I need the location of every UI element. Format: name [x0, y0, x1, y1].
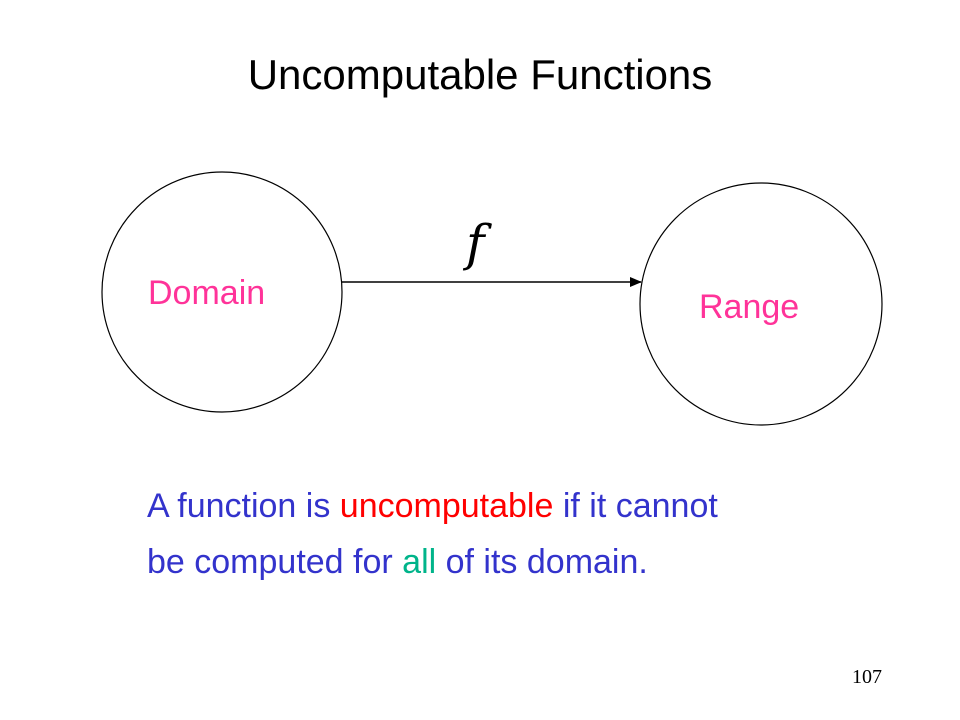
- slide-title: Uncomputable Functions: [247, 51, 713, 98]
- function-label: f: [466, 214, 485, 272]
- range-label: Range: [699, 288, 800, 326]
- range-circle: [639, 182, 883, 426]
- page-number: 107: [852, 666, 882, 688]
- keyword-uncomputable: uncomputable: [339, 487, 554, 525]
- definition-line-1-part-3: if it cannot: [553, 487, 718, 525]
- keyword-all: all: [402, 543, 437, 581]
- definition-line-2: be computed for all of its domain.: [147, 534, 718, 590]
- domain-circle: [101, 171, 343, 413]
- definition-line-2-part-1: be computed for: [147, 543, 403, 581]
- definition-line-1: A function is uncomputable if it cannot: [147, 478, 718, 534]
- definition-line-2-part-3: of its domain.: [436, 543, 648, 581]
- definition-text: A function is uncomputable if it cannot …: [147, 478, 718, 590]
- domain-label: Domain: [148, 274, 266, 312]
- definition-line-1-part-1: A function is: [147, 487, 340, 525]
